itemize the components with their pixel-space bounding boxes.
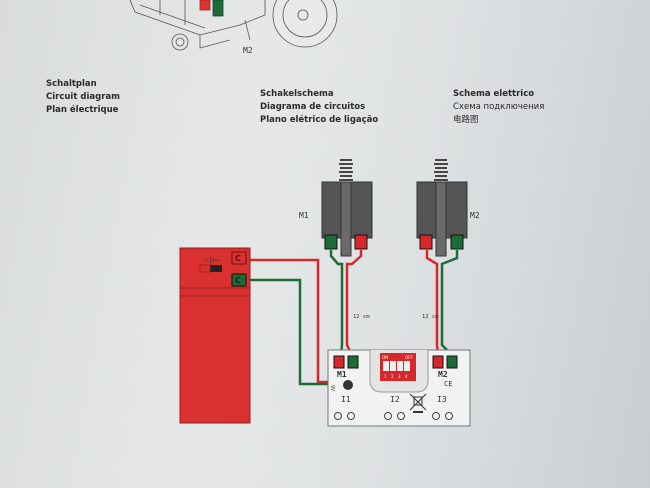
- weee-bin-icon: [409, 393, 427, 413]
- cable-length-m1: 12 cm: [353, 314, 370, 320]
- input-terminals: [334, 412, 453, 420]
- motor-m1-label: M1: [299, 211, 309, 220]
- input-i1-label: I1: [341, 395, 351, 404]
- dip-1: 1: [384, 374, 387, 379]
- m1-green-wire: [329, 250, 344, 356]
- dip-off-label: OFF: [405, 355, 413, 360]
- controller-board: ON OFF 1 2 3 4 M1 M2 9V CE I1 I2 I3: [327, 349, 471, 427]
- battery-switch: [210, 265, 222, 272]
- m1-red-wire: [345, 250, 363, 356]
- motor-m1: [321, 159, 373, 257]
- output-m1-label: M1: [337, 370, 347, 379]
- label-fr: Plan électrique: [46, 105, 119, 115]
- model-motor-label: M2: [243, 46, 253, 55]
- input-i3-label: I3: [437, 395, 447, 404]
- label-ru: Схема подключения: [453, 102, 545, 112]
- battery-green-wire: [246, 278, 332, 386]
- label-de: Schaltplan: [46, 79, 97, 89]
- dip-on-label: ON: [382, 355, 388, 360]
- dip-2: 2: [391, 374, 394, 379]
- battery-green-connector: [231, 273, 247, 287]
- ce-mark: CE: [444, 380, 452, 388]
- model-illustration: [129, 0, 338, 51]
- power-socket: [343, 380, 353, 390]
- dip-4: 4: [405, 374, 408, 379]
- battery-connector-label-1: C: [235, 254, 241, 263]
- battery-connector-label-2: C: [235, 276, 241, 285]
- battery-pack: —|⊢— C C: [179, 247, 251, 424]
- m2-red-wire: [425, 250, 440, 356]
- m2-green-wire: [440, 250, 459, 356]
- cable-length-m2: 12 cm: [422, 314, 439, 320]
- label-nl: Schakelschema: [260, 89, 334, 99]
- wires: [246, 250, 459, 386]
- motor-m2: [416, 159, 468, 257]
- label-column-1: Schaltplan Circuit diagram Plan électriq…: [46, 78, 120, 117]
- label-column-3: Schema elettrico Схема подключения 电路图: [453, 88, 544, 127]
- label-zh: 电路图: [453, 115, 479, 125]
- battery-red-connector: [231, 251, 247, 265]
- label-pt: Plano elétrico de ligação: [260, 115, 379, 125]
- label-es: Diagrama de circuitos: [260, 102, 366, 112]
- input-i2-label: I2: [390, 395, 400, 404]
- battery-switch-symbol: —|⊢—: [205, 257, 220, 264]
- motor-m2-label: M2: [470, 211, 480, 220]
- label-it: Schema elettrico: [453, 89, 535, 99]
- output-m2-label: M2: [438, 370, 448, 379]
- label-en: Circuit diagram: [46, 92, 120, 102]
- dip-3: 3: [398, 374, 401, 379]
- voltage-label: 9V: [329, 385, 335, 391]
- battery-red-wire: [246, 258, 332, 384]
- label-column-2: Schakelschema Diagrama de circuitos Plan…: [260, 88, 378, 127]
